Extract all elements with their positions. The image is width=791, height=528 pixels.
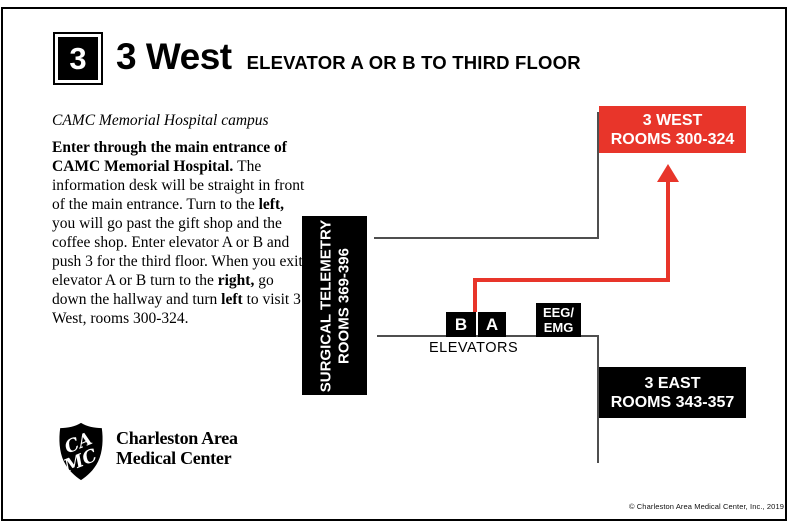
directions-paragraph: Enter through the main entrance of CAMC … [52,138,310,328]
route-arrow-segment-middle [473,278,670,282]
unit-3west-box: 3 WEST ROOMS 300-324 [599,106,746,153]
route-arrow-head [657,164,679,182]
unit-3west-name: 3 WEST [642,112,703,129]
floor-badge-number: 3 [69,41,87,76]
unit-surgical-rooms: ROOMS 369-396 [334,247,352,364]
elevators-label: ELEVATORS [429,340,519,356]
wall-upper-vertical [597,112,599,239]
page-border [1,7,787,521]
direction-run: to visit 3 West, rooms 300-324. [52,291,301,327]
org-name-line2: Medical Center [116,448,232,468]
campus-note: CAMC Memorial Hospital campus [52,112,269,129]
org-name-line1: Charleston Area [116,428,238,448]
elevator-b-box: B [446,312,476,337]
floor-badge: 3 [53,32,103,85]
route-arrow-segment-end [666,180,670,282]
route-arrow-segment-start [473,281,477,312]
direction-run: left, [258,196,285,213]
wall-upper-horizontal [374,237,598,239]
unit-eeg-emg-box: EEG/ EMG [536,303,581,337]
copyright-note: © Charleston Area Medical Center, Inc., … [628,502,784,511]
direction-run: go down the hallway and turn [52,272,274,308]
unit-eeg-line2: EMG [543,320,574,335]
unit-surgical-name: SURGICAL TELEMETRY [316,219,334,392]
elevator-a-box: A [478,312,506,337]
unit-3east-rooms: ROOMS 343-357 [610,394,735,411]
wall-lower-vertical [597,335,599,463]
unit-eeg-line1: EEG/ [542,305,575,320]
unit-3west-rooms: ROOMS 300-324 [610,131,735,148]
page-subtitle: ELEVATOR A OR B TO THIRD FLOOR [246,52,581,73]
direction-run: right, [217,272,255,289]
unit-surgical-telemetry-text: SURGICAL TELEMETRY ROOMS 369-396 [302,216,367,395]
floor-badge-inner: 3 [58,37,98,80]
org-name: Charleston Area Medical Center [116,428,238,468]
header: 3 West ELEVATOR A OR B TO THIRD FLOOR [116,36,581,78]
unit-surgical-telemetry-box: SURGICAL TELEMETRY ROOMS 369-396 [302,216,367,395]
unit-3east-name: 3 EAST [644,375,701,392]
direction-run: Enter through the main entrance of CAMC … [52,139,287,175]
camc-logo: CA MC Charleston Area Medical Center [55,421,238,482]
unit-3east-box: 3 EAST ROOMS 343-357 [599,367,746,418]
direction-run: you will go past the gift shop and the c… [52,215,303,289]
direction-run: left [221,291,243,308]
camc-shield-icon: CA MC [59,422,103,481]
page-title: 3 West [116,36,232,77]
direction-run: The information desk will be straight in… [52,158,305,213]
